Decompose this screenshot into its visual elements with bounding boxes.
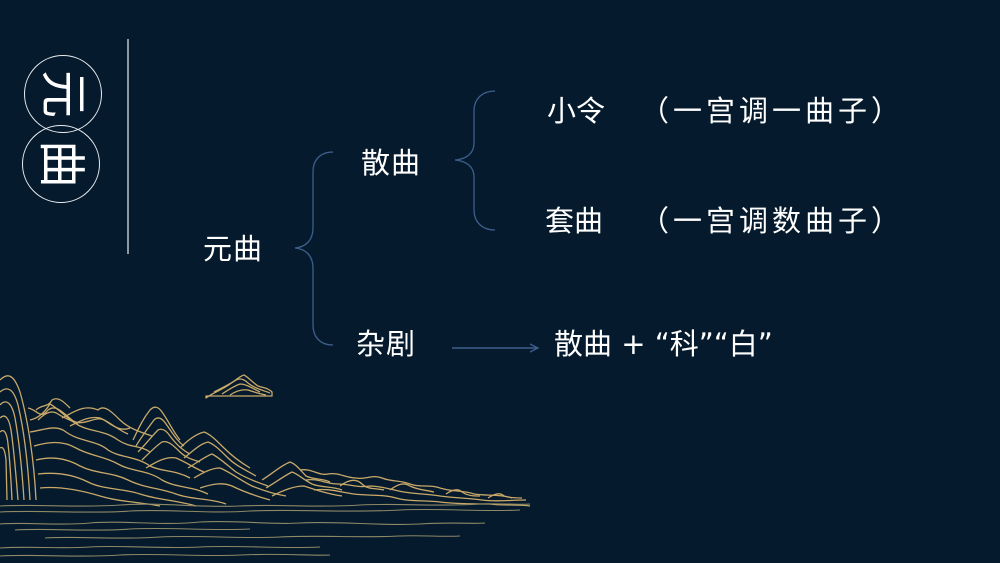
leaf-node-taoqu: 套曲 xyxy=(545,204,604,238)
zaju-definition: 散曲 + “科”“白” xyxy=(554,327,773,361)
brace-root xyxy=(294,151,334,346)
branch-node-sanqu: 散曲 xyxy=(361,146,422,180)
leaf-note-xiaoling: （一宫调一曲子） xyxy=(640,94,905,128)
brace-sanqu xyxy=(454,90,496,231)
leaf-note-taoqu: （一宫调数曲子） xyxy=(640,204,905,238)
branch-node-zaju: 杂剧 xyxy=(356,327,417,361)
root-node-yuanqu: 元曲 xyxy=(203,232,264,266)
mountain-landscape-illustration xyxy=(0,374,531,507)
water-reflection-lines xyxy=(0,503,531,557)
arrow-right-icon xyxy=(452,343,540,353)
leaf-node-xiaoling: 小令 xyxy=(547,94,606,128)
title-circle-bottom: 曲 xyxy=(22,125,100,203)
vertical-divider xyxy=(127,39,129,254)
